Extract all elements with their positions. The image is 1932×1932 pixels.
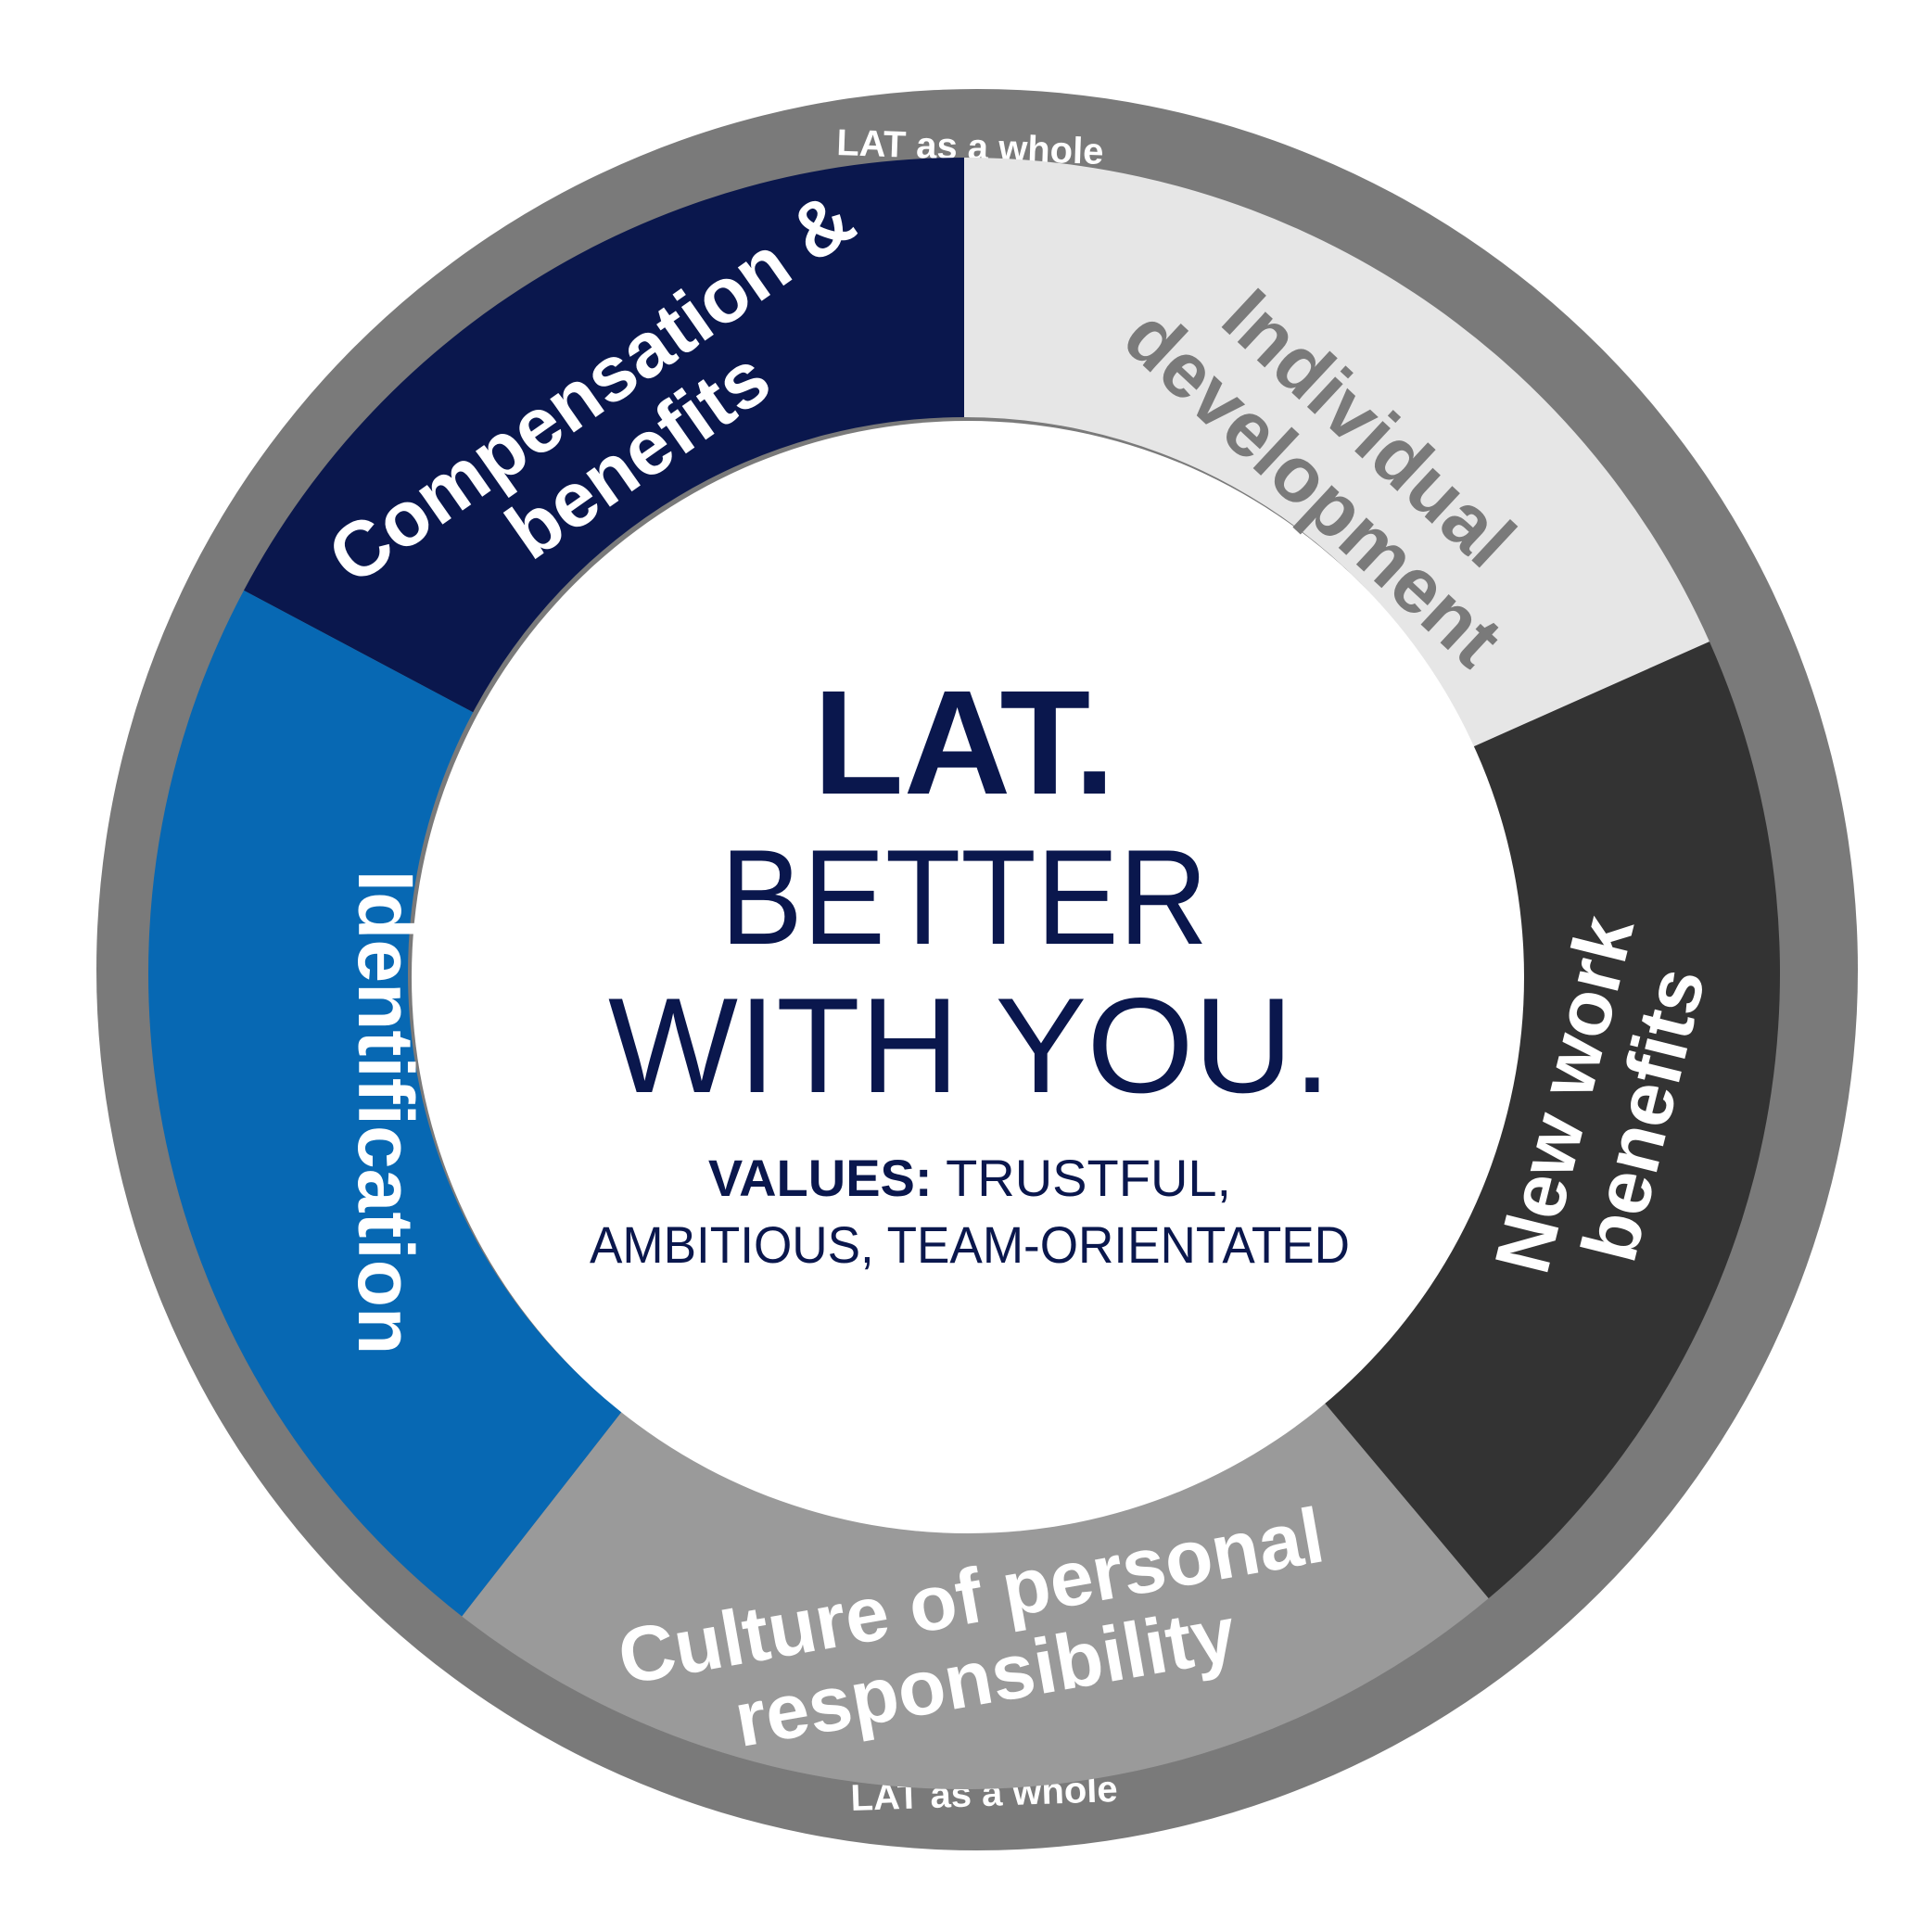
center-tagline-2: WITH YOU.	[608, 970, 1331, 1121]
values-label: VALUES:	[708, 1149, 933, 1207]
segment-compensation	[244, 157, 964, 713]
identification-label: Identification	[342, 871, 429, 1355]
values-line-2: AMBITIOUS, TEAM-ORIENTATED	[590, 1215, 1350, 1274]
center-circle	[412, 421, 1524, 1533]
segment-identification	[147, 590, 622, 1617]
segment-culture	[462, 1399, 1489, 1790]
segment-label-identification: Identification	[342, 871, 429, 1355]
segment-layer	[147, 157, 1780, 1790]
center-tagline-1: BETTER	[720, 821, 1208, 972]
segment-newwork	[1321, 642, 1780, 1599]
values-first: TRUSTFUL,	[933, 1149, 1232, 1207]
center-brand: LAT.	[813, 659, 1115, 825]
values-line-1: VALUES: TRUSTFUL,	[708, 1149, 1231, 1207]
segment-individual	[964, 158, 1710, 747]
